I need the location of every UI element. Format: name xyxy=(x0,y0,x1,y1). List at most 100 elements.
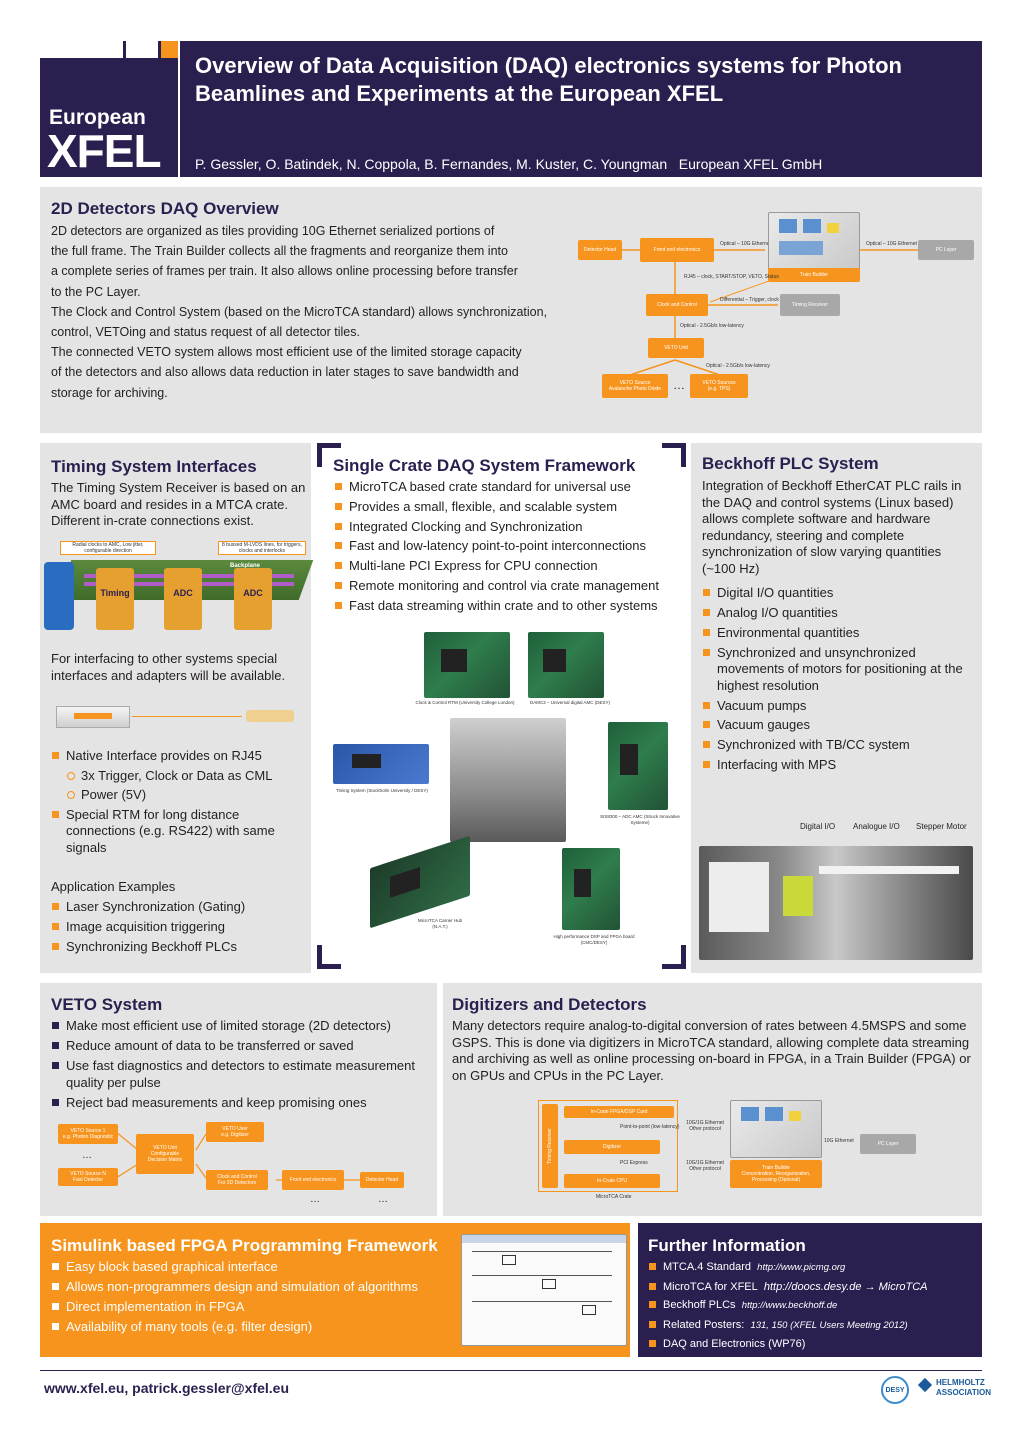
crate-bullet: Multi-lane PCI Express for CPU connectio… xyxy=(334,558,684,575)
digitizer-tb-label: Train Builder xyxy=(761,1165,791,1171)
veto-dots-3: … xyxy=(378,1194,388,1205)
footer-rule xyxy=(40,1370,982,1371)
simulink-screenshot xyxy=(461,1234,627,1346)
helmholtz-logo-text: HELMHOLTZ ASSOCIATION xyxy=(936,1378,991,1398)
veto-bullet: Make most efficient use of limited stora… xyxy=(51,1018,431,1035)
digitizer-train-builder-image xyxy=(730,1100,822,1158)
diagram-optical-25-b: Optical - 2.5Gb/s low-latency xyxy=(706,363,770,369)
further-item: DAQ and Electronics (WP76) https://www.x… xyxy=(648,1336,978,1370)
digitizer-timing-receiver: Timing Receiver xyxy=(542,1104,558,1188)
helmholtz-logo-mark xyxy=(917,1377,933,1393)
further-item-label: Related Posters: xyxy=(663,1318,745,1331)
detectors-line: control, VETOing and status request of a… xyxy=(51,325,360,340)
veto-bullets: Make most efficient use of limited stora… xyxy=(51,1018,431,1111)
timing-app: Image acquisition triggering xyxy=(51,919,307,936)
photo-mtca-crate xyxy=(450,718,566,842)
crate-bullet: Remote monitoring and control via crate … xyxy=(334,578,684,595)
veto-source-1-sub: Avalanche Photo Diode xyxy=(608,386,662,392)
crate-bullet: Provides a small, flexible, and scalable… xyxy=(334,499,684,516)
veto-source-n: VETO Source N Fast Detector xyxy=(58,1168,118,1186)
beckhoff-label-stepper: Stepper Motor xyxy=(916,822,967,831)
further-item: Related Posters: 131, 150 (XFEL Users Me… xyxy=(648,1317,978,1335)
diagram-train-builder: Train Builder xyxy=(768,268,860,282)
beckhoff-label-analogue: Analogue I/O xyxy=(853,822,900,831)
veto-detector-head: Detector Head xyxy=(360,1172,404,1188)
diagram-front-end: Front end electronics xyxy=(640,238,714,262)
simulink-bullet: Availability of many tools (e.g. filter … xyxy=(51,1319,451,1336)
timing-bussed-label: 8 bussed M-LVDS lines, for triggers, clo… xyxy=(218,541,306,555)
simulink-bullet: Easy block based graphical interface xyxy=(51,1259,451,1276)
further-item-link: 131, 150 (XFEL Users Meeting 2012) xyxy=(750,1319,908,1331)
bracket-bottom-right xyxy=(662,945,686,969)
further-item-link[interactable]: https://www.xfel.eu/project/organization… xyxy=(663,1355,930,1367)
timing-app: Synchronizing Beckhoff PLCs xyxy=(51,939,307,956)
detectors-diagram-lines xyxy=(622,249,920,376)
detectors-line: to the PC Layer. xyxy=(51,284,141,299)
photo-sis8300 xyxy=(608,722,668,810)
veto-clock-control: Clock and Control For 2D Detectors xyxy=(206,1170,268,1190)
photo-damc2 xyxy=(528,632,604,698)
timing-board-1: Timing xyxy=(96,568,134,630)
digitizer-eth1: 10G/1G Ethernet Other protocol xyxy=(686,1120,724,1132)
digitizers-intro: Many detectors require analog-to-digital… xyxy=(452,1018,971,1083)
diagram-detector-head: Detector Head xyxy=(578,240,622,260)
timing-app-title: Application Examples xyxy=(51,879,176,894)
crate-bullet: Fast and low-latency point-to-point inte… xyxy=(334,538,684,555)
beckhoff-bullet: Environmental quantities xyxy=(702,625,974,642)
timing-backplane-graphic: Radial clocks to AMC, Low jitter, config… xyxy=(44,538,314,634)
timing-title: Timing System Interfaces xyxy=(51,457,257,476)
bracket-bottom-left xyxy=(317,945,341,969)
photo-beckhoff-rail xyxy=(699,846,973,960)
timing-bullet: Special RTM for long distance connection… xyxy=(51,807,307,857)
logo-square-white-1 xyxy=(40,41,123,58)
detectors-line: a complete series of frames per train. I… xyxy=(51,264,518,279)
beckhoff-bullet: Synchronized with TB/CC system xyxy=(702,737,974,754)
veto-unit-label: VETO Unit xyxy=(153,1145,177,1151)
beckhoff-bullet: Analog I/O quantities xyxy=(702,605,974,622)
detectors-line: storage for archiving. xyxy=(51,385,168,400)
timing-backplane-label: Backplane xyxy=(230,563,261,569)
veto-cc-label: Clock and Control xyxy=(217,1174,257,1180)
veto-bullet: Reduce amount of data to be transferred … xyxy=(51,1038,431,1055)
veto-source-n-sub: Fast Detector xyxy=(72,1177,103,1183)
beckhoff-label-digital: Digital I/O xyxy=(800,822,836,831)
veto-cc-sub: For 2D Detectors xyxy=(217,1180,257,1186)
footer-contact[interactable]: www.xfel.eu, patrick.gessler@xfel.eu xyxy=(44,1380,290,1396)
logo-block xyxy=(40,41,178,177)
caption-timing-system: Timing System (Stockholm University / DE… xyxy=(336,788,428,793)
veto-title: VETO System xyxy=(51,995,163,1014)
caption-damc2: DAMC2 – Universal digital AMC (DESY) xyxy=(529,700,611,705)
desy-logo-text: DESY xyxy=(885,1386,905,1394)
further-item-label: Beckhoff PLCs xyxy=(663,1299,736,1311)
detectors-line: The connected VETO system allows most ef… xyxy=(51,345,522,360)
photo-timing-system xyxy=(333,744,429,784)
further-item-link[interactable]: http://www.beckhoff.de xyxy=(741,1300,838,1311)
panel-further xyxy=(638,1223,982,1357)
detectors-line: of the detectors and also allows data re… xyxy=(51,365,519,380)
desy-logo: DESY xyxy=(881,1376,909,1404)
poster-title: Overview of Data Acquisition (DAQ) elect… xyxy=(195,53,902,106)
further-item-label: DAQ and Electronics (WP76) xyxy=(663,1338,806,1350)
veto-diagram-lines xyxy=(115,1131,360,1181)
veto-user-sub: e.g. Digitizer xyxy=(221,1132,249,1138)
further-item-link[interactable]: http://www.picmg.org xyxy=(757,1262,846,1273)
timing-app: Laser Synchronization (Gating) xyxy=(51,899,307,916)
further-item-link[interactable]: http://doocs.desy.de → MicroTCA xyxy=(763,1280,928,1293)
veto-unit-sub: Configurable xyxy=(150,1151,180,1157)
diagram-optical-25: Optical - 2.5Gb/s low-latency xyxy=(680,323,744,329)
timing-adapter-graphic xyxy=(56,700,296,736)
timing-intro: The Timing System Receiver is based on a… xyxy=(51,480,306,528)
veto-user-label: VETO User xyxy=(222,1126,248,1132)
beckhoff-bullet: Interfacing with MPS xyxy=(702,757,974,774)
diagram-pc-layer: PC Layer xyxy=(918,240,974,260)
diagram-timing-receiver: Timing Receiver xyxy=(780,294,840,316)
crate-bullets: MicroTCA based crate standard for univer… xyxy=(334,479,684,614)
veto-front-end: Front end electronics xyxy=(282,1170,344,1190)
timing-radial-label: Radial clocks to AMC, Low jitter, config… xyxy=(60,541,156,555)
veto-source-1-label: VETO Source 1 xyxy=(70,1128,106,1134)
digitizer-cpu: In-Crate CPU xyxy=(564,1174,660,1188)
diagram-ellipsis: … xyxy=(673,378,685,392)
beckhoff-title: Beckhoff PLC System xyxy=(702,454,879,473)
panel-digitizers xyxy=(443,983,982,1216)
veto-source-2-sub: (e.g. TPS) xyxy=(707,386,731,392)
